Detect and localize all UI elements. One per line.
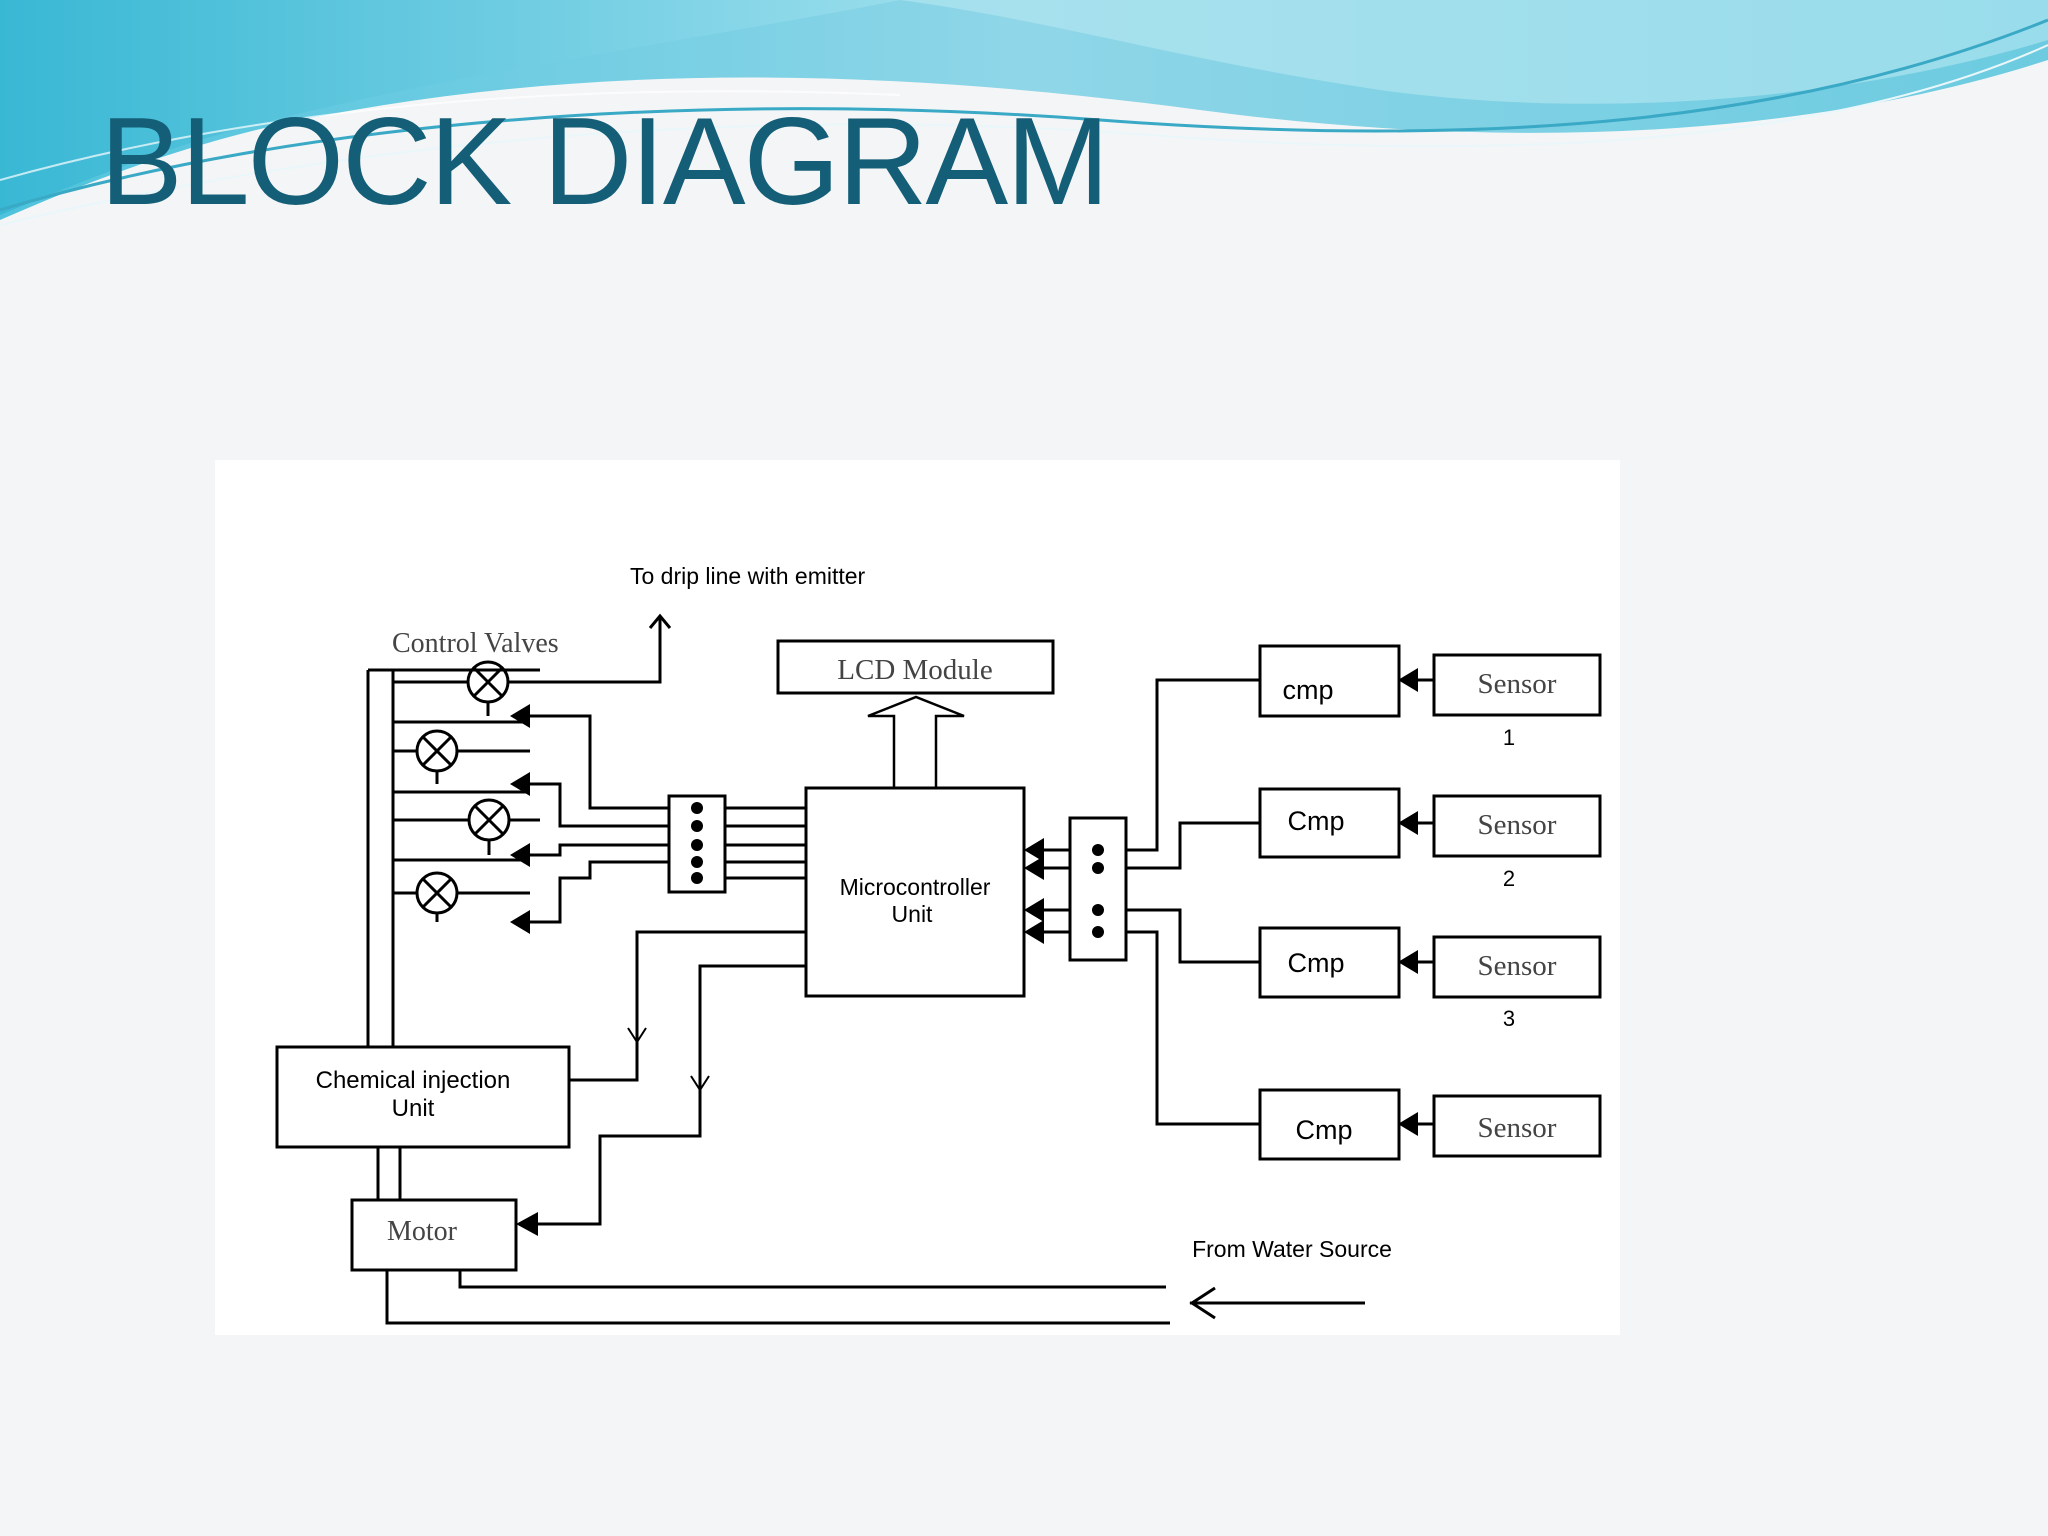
block-diagram: To drip line with emitter Control Valves… [215, 460, 1620, 1335]
right-connector-block [1068, 816, 1128, 962]
comparator-label: Cmp [1287, 806, 1344, 836]
drip-line-label: To drip line with emitter [630, 563, 866, 589]
motor-box [350, 1198, 518, 1272]
motor-label: Motor [387, 1216, 458, 1247]
chemical-injection-label-line2: Unit [392, 1095, 435, 1122]
microcontroller-label-line2: Unit [892, 901, 934, 927]
sensor-label: Sensor [1478, 1112, 1557, 1144]
lcd-output-arrow [867, 695, 965, 788]
sensor-box [1432, 935, 1602, 999]
sensor-box [1432, 653, 1602, 717]
slide-title: BLOCK DIAGRAM [100, 93, 1110, 231]
sensor-box [1432, 794, 1602, 858]
comparator-label: Cmp [1295, 1115, 1352, 1145]
control-valves-label: Control Valves [392, 628, 559, 659]
comparator-label: Cmp [1287, 948, 1344, 978]
water-source-label: From Water Source [1192, 1236, 1392, 1262]
lcd-module-box [776, 639, 1055, 695]
chemical-injection-label-line1: Chemical injection [316, 1067, 511, 1094]
microcontroller-label-line1: Microcontroller [840, 874, 991, 900]
sensor-label: Sensor [1478, 668, 1557, 700]
comparator-label: cmp [1282, 675, 1333, 705]
header-wave-decoration [0, 0, 2048, 226]
sensor-label: Sensor [1478, 809, 1557, 841]
sensor-number: 3 [1503, 1006, 1515, 1031]
sensor-number: 2 [1503, 866, 1515, 891]
microcontroller-box [804, 786, 1026, 998]
sensor-box [1432, 1094, 1602, 1158]
sensor-number: 1 [1503, 725, 1515, 750]
sensor-label: Sensor [1478, 950, 1557, 982]
lcd-module-label: LCD Module [837, 654, 992, 686]
chemical-injection-box [275, 1045, 571, 1149]
